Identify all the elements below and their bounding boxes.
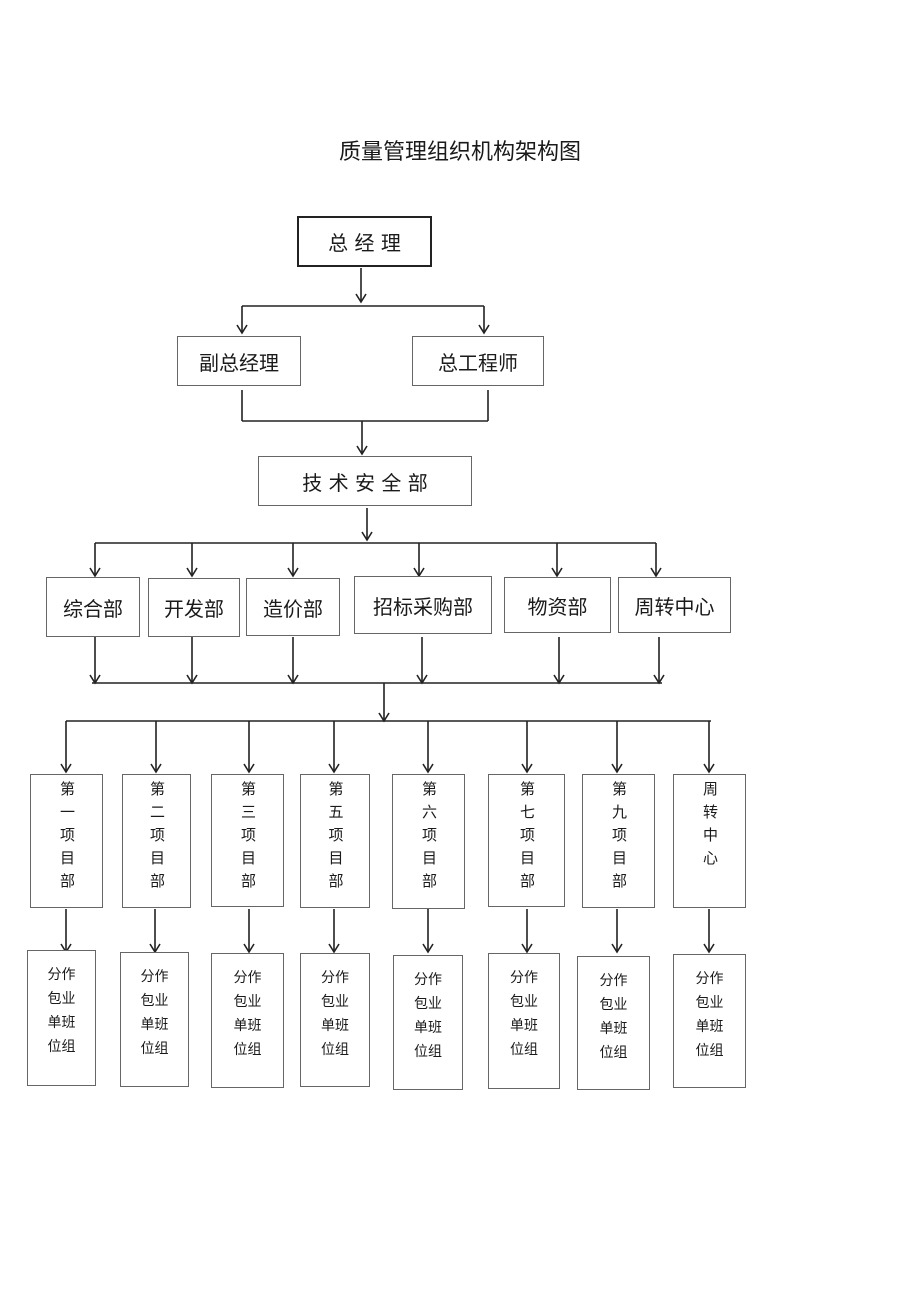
project-label: 第一项目部 — [58, 781, 76, 896]
arrowhead — [361, 531, 373, 542]
team-box: 分作包业单班位组 — [300, 953, 370, 1087]
team-label: 分作包业单班位组 — [321, 970, 349, 1058]
team-label: 分作包业单班位组 — [233, 970, 262, 1058]
team-box: 分作包业单班位组 — [120, 952, 189, 1087]
team-box: 分作包业单班位组 — [577, 956, 650, 1090]
node-deputy-gm: 副总经理 — [177, 336, 301, 386]
dept-label: 物资部 — [527, 594, 588, 619]
arrowhead — [422, 763, 434, 774]
dept-box: 造价部 — [246, 578, 340, 636]
dept-label: 开发部 — [164, 597, 224, 621]
arrowhead — [521, 943, 533, 954]
arrowhead — [150, 763, 162, 774]
arrowhead — [243, 943, 255, 954]
arrowhead — [611, 943, 623, 954]
project-box: 第五项目部 — [300, 774, 370, 908]
dept-box: 综合部 — [46, 577, 140, 637]
arrowhead — [703, 943, 715, 954]
team-box: 分作包业单班位组 — [393, 955, 463, 1090]
arrowhead — [703, 763, 715, 774]
project-label: 第三项目部 — [239, 781, 257, 896]
project-box: 第二项目部 — [122, 774, 191, 908]
arrowhead — [243, 763, 255, 774]
arrowhead — [355, 293, 367, 304]
diagram-title: 质量管理组织机构架构图 — [338, 140, 581, 165]
dept-box: 招标采购部 — [354, 576, 492, 634]
project-box: 第六项目部 — [392, 774, 465, 909]
project-box: 第七项目部 — [488, 774, 565, 907]
project-box: 第一项目部 — [30, 774, 103, 908]
project-label: 周转中心 — [701, 781, 719, 873]
team-box: 分作包业单班位组 — [488, 953, 560, 1089]
node-tech-safety: 技 术 安 全 部 — [258, 456, 472, 506]
project-label: 第六项目部 — [420, 781, 438, 896]
arrowhead — [236, 324, 248, 335]
team-label: 分作包业单班位组 — [140, 969, 169, 1057]
project-label: 第七项目部 — [518, 781, 536, 896]
arrowhead — [422, 943, 434, 954]
node-general-manager: 总 经 理 — [297, 216, 432, 267]
arrowhead — [60, 763, 72, 774]
arrowhead — [328, 943, 340, 954]
arrowhead — [356, 445, 368, 456]
arrowhead — [186, 567, 198, 578]
node-general-manager-label: 总 经 理 — [328, 231, 401, 255]
arrowhead — [89, 567, 101, 578]
dept-label: 造价部 — [263, 596, 323, 621]
dept-label: 招标采购部 — [373, 594, 473, 619]
arrowhead — [650, 567, 662, 578]
arrowhead — [611, 763, 623, 774]
team-label: 分作包业单班位组 — [695, 971, 724, 1059]
node-deputy-gm-label: 副总经理 — [199, 350, 279, 375]
team-label: 分作包业单班位组 — [414, 972, 442, 1060]
team-label: 分作包业单班位组 — [47, 967, 76, 1055]
dept-box: 周转中心 — [618, 577, 731, 633]
arrowhead — [551, 567, 563, 578]
dept-box: 开发部 — [148, 578, 240, 637]
arrowhead — [287, 567, 299, 578]
arrowhead — [328, 763, 340, 774]
arrowhead — [521, 763, 533, 774]
team-label: 分作包业单班位组 — [599, 973, 628, 1061]
project-box: 第三项目部 — [211, 774, 284, 907]
team-box: 分作包业单班位组 — [211, 953, 284, 1088]
team-label: 分作包业单班位组 — [510, 970, 538, 1058]
dept-label: 周转中心 — [634, 594, 715, 619]
node-tech-safety-label: 技 术 安 全 部 — [302, 470, 428, 495]
dept-box: 物资部 — [504, 577, 611, 633]
team-box: 分作包业单班位组 — [27, 950, 96, 1086]
team-box: 分作包业单班位组 — [673, 954, 746, 1088]
arrowhead — [478, 324, 490, 335]
project-label: 第二项目部 — [148, 781, 166, 896]
node-chief-engineer-label: 总工程师 — [438, 350, 518, 375]
node-chief-engineer: 总工程师 — [412, 336, 544, 386]
project-label: 第五项目部 — [326, 781, 345, 896]
project-box: 第九项目部 — [582, 774, 655, 908]
project-box: 周转中心 — [673, 774, 746, 908]
project-label: 第九项目部 — [610, 781, 628, 896]
dept-label: 综合部 — [63, 596, 123, 621]
